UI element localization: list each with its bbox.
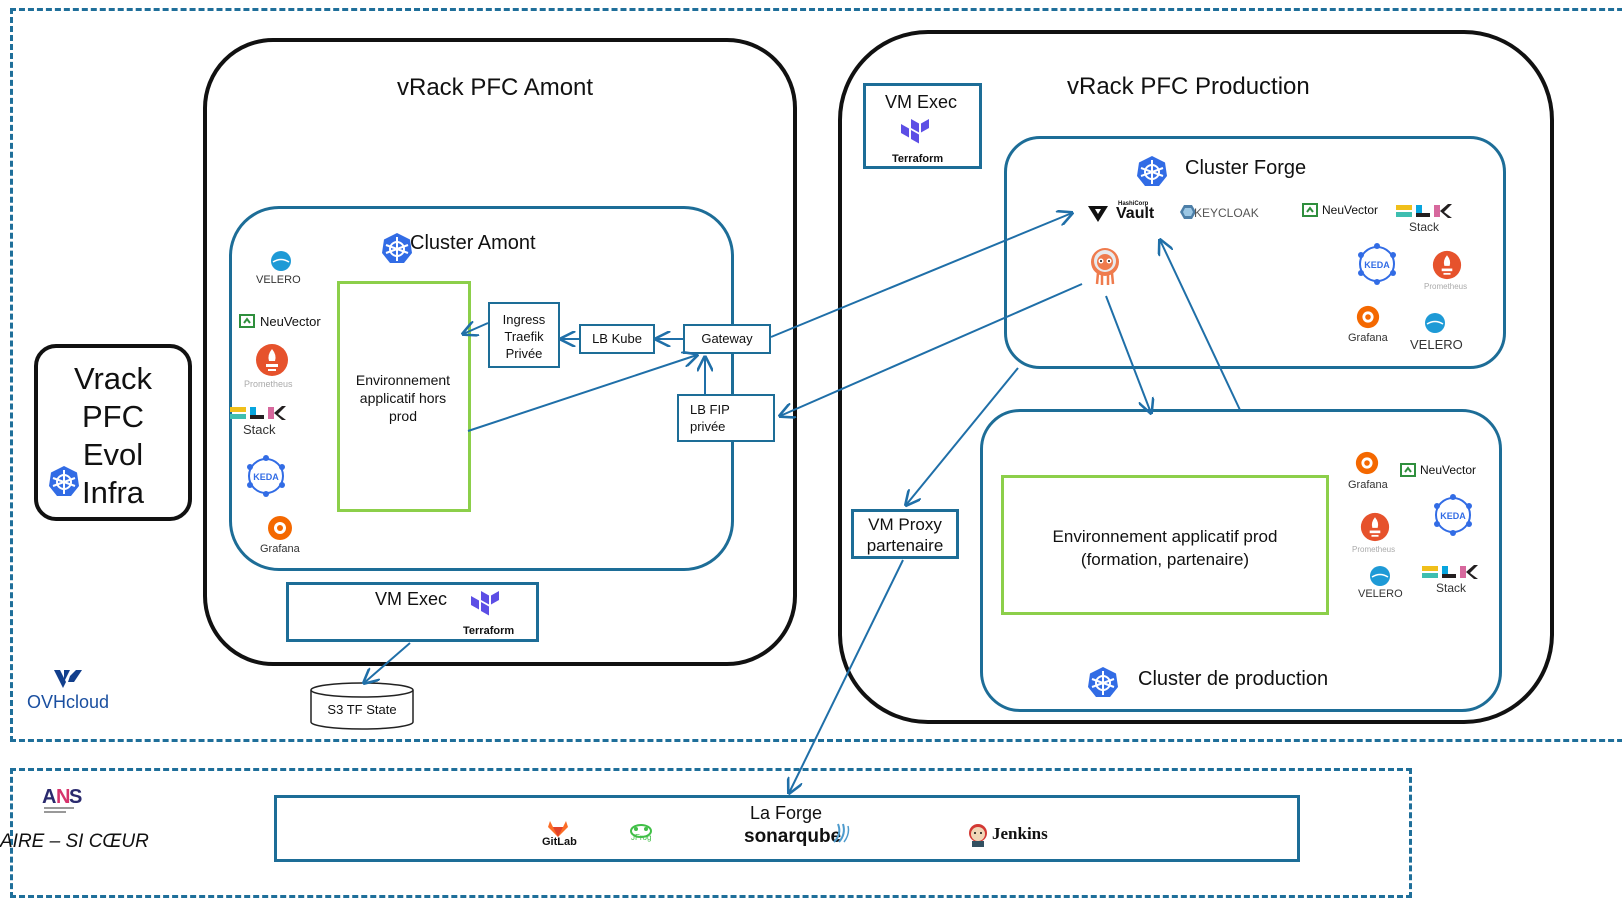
elk-stack-label: Stack xyxy=(1436,581,1467,595)
kubernetes-icon xyxy=(1136,155,1168,192)
gateway-box xyxy=(683,324,771,354)
terraform-icon xyxy=(470,590,502,625)
prometheus-label: Prometheus xyxy=(1424,282,1468,291)
ans-region xyxy=(10,768,1412,898)
keycloak-icon xyxy=(1180,205,1196,224)
grafana-icon xyxy=(1354,450,1380,481)
env-prod-label-2: (formation, partenaire) xyxy=(1080,550,1250,569)
vm-proxy-box xyxy=(851,509,959,559)
velero-icon xyxy=(1424,312,1446,339)
grafana-icon xyxy=(1355,304,1381,335)
kubernetes-icon xyxy=(48,465,80,502)
ovhcloud-label: OVHcloud xyxy=(27,692,110,712)
jenkins-label: Jenkins xyxy=(992,824,1048,843)
terraform-label: Terraform xyxy=(892,153,944,165)
neuvector-label: NeuVector xyxy=(1420,463,1477,477)
sonarqube-label: sonarqube xyxy=(744,826,842,847)
svg-text:A: A xyxy=(42,786,56,808)
svg-text:N: N xyxy=(56,786,70,808)
jenkins-icon xyxy=(967,822,989,853)
s3-label: S3 TF State xyxy=(327,702,397,717)
prometheus-icon xyxy=(1360,512,1390,547)
elk-stack-icon xyxy=(1422,563,1478,586)
gitlab-icon xyxy=(547,820,569,843)
vrack-evol-line: Evol xyxy=(82,437,144,472)
cluster-forge-box xyxy=(1004,136,1506,369)
kubernetes-icon xyxy=(381,232,413,269)
env-prod-box xyxy=(1001,475,1329,615)
grafana-label: Grafana xyxy=(1348,332,1388,344)
elk-stack-icon xyxy=(1396,202,1452,225)
jfrog-icon xyxy=(628,823,654,846)
lb-kube-label: LB Kube xyxy=(592,331,642,346)
neuvector-icon xyxy=(1400,462,1418,483)
vm-exec-amont-box xyxy=(286,582,539,642)
vault-icon xyxy=(1087,205,1109,228)
prometheus-icon xyxy=(255,343,289,382)
keda-icon: KEDA xyxy=(1430,492,1476,543)
keda-icon: KEDA xyxy=(243,453,289,504)
svg-text:KEDA: KEDA xyxy=(1440,511,1466,521)
cluster-forge-title: Cluster Forge xyxy=(1185,157,1307,179)
vrack-evol-line: Infra xyxy=(81,475,145,510)
s3-storage-icon xyxy=(310,682,414,735)
sonarqube-waves-icon xyxy=(832,822,850,849)
gitlab-label: GitLab xyxy=(542,836,577,848)
terraform-label: Terraform xyxy=(463,625,515,637)
vrack-evol-line: PFC xyxy=(82,399,144,434)
ingress-traefik-label: Ingress Traefik Privée xyxy=(502,312,546,361)
terraform-icon xyxy=(900,118,932,153)
svg-text:KEDA: KEDA xyxy=(253,472,279,482)
grafana-label: Grafana xyxy=(1348,479,1388,491)
argo-mascot-icon xyxy=(1088,246,1122,291)
vault-brand-label: HashiCorp xyxy=(1118,201,1149,207)
la-forge-title: La Forge xyxy=(750,803,823,823)
cluster-amont-title: Cluster Amont xyxy=(410,232,536,254)
neuvector-label: NeuVector xyxy=(260,314,321,329)
elk-stack-icon xyxy=(230,404,286,427)
neuvector-icon xyxy=(1302,202,1320,223)
vm-exec-prod-label: VM Exec xyxy=(885,92,958,112)
svg-text:S: S xyxy=(69,786,82,808)
velero-icon xyxy=(1369,565,1391,592)
env-prod-label-1: Environnement applicatif prod xyxy=(1052,527,1278,546)
vrack-evol-line: Vrack xyxy=(73,361,153,396)
velero-label: VELERO xyxy=(1358,588,1403,600)
area-label: AIRE – SI CŒUR xyxy=(0,831,149,852)
vm-exec-amont-label: VM Exec xyxy=(375,589,448,609)
elk-stack-label: Stack xyxy=(1409,220,1440,234)
velero-label: VELERO xyxy=(256,274,301,286)
ovhcloud-logo-icon xyxy=(52,668,88,695)
jfrog-label: JFrog xyxy=(631,833,652,842)
gateway-label: Gateway xyxy=(701,331,753,346)
svg-text:KEDA: KEDA xyxy=(1364,260,1390,270)
velero-label: VELERO xyxy=(1410,337,1463,352)
prometheus-label: Prometheus xyxy=(244,379,293,389)
neuvector-icon xyxy=(239,313,257,334)
keda-icon: KEDA xyxy=(1354,241,1400,292)
elk-stack-label: Stack xyxy=(243,422,276,437)
prometheus-icon xyxy=(1432,250,1462,285)
prometheus-label: Prometheus xyxy=(1352,545,1396,554)
lb-kube-box xyxy=(579,324,655,354)
vrack-amont-title: vRack PFC Amont xyxy=(397,74,594,101)
vm-proxy-label: VM Proxy partenaire xyxy=(866,515,944,555)
keycloak-label: KEYCLOAK xyxy=(1194,206,1259,220)
cluster-amont-box xyxy=(229,206,734,571)
kubernetes-icon xyxy=(1087,666,1119,703)
vault-label: Vault xyxy=(1116,205,1155,222)
cluster-production-title: Cluster de production xyxy=(1138,668,1329,690)
grafana-label: Grafana xyxy=(260,543,300,555)
vrack-production-title: vRack PFC Production xyxy=(1067,73,1310,100)
velero-icon xyxy=(270,250,292,277)
grafana-icon xyxy=(266,514,294,547)
lb-fip-label: LB FIP privée xyxy=(690,402,730,434)
neuvector-label: NeuVector xyxy=(1322,203,1379,217)
env-hors-prod-label: Environnement applicatif hors prod xyxy=(355,372,451,424)
